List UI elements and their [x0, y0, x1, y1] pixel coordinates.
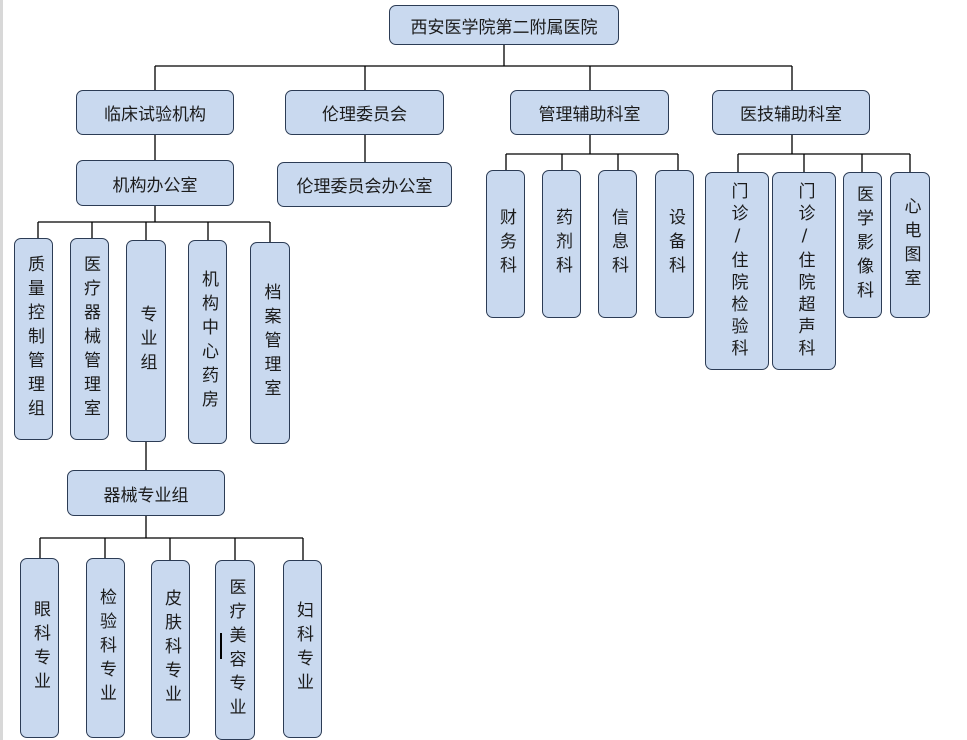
node-institution-office: 机构办公室	[76, 160, 234, 206]
node-medical-imaging: 医学影像科	[843, 172, 882, 318]
node-ecg-room: 心电图室	[890, 172, 930, 318]
root-node: 西安医学院第二附属医院	[389, 5, 619, 45]
node-information: 信息科	[598, 170, 637, 318]
node-ethics-office: 伦理委员会办公室	[277, 162, 452, 207]
node-gynecology: 妇科专业	[283, 560, 322, 738]
node-finance: 财务科	[486, 170, 525, 318]
node-pharmacy-dept: 药剂科	[542, 170, 581, 318]
node-ethics-committee: 伦理委员会	[285, 90, 444, 135]
node-archive-management: 档案管理室	[250, 242, 290, 444]
node-outpatient-inpatient-lab: 门诊/住院检验科	[705, 172, 769, 370]
node-device-specialty-group: 器械专业组	[67, 470, 225, 516]
node-management-aux: 管理辅助科室	[510, 90, 669, 135]
left-edge-bar	[0, 0, 3, 740]
node-clinical-trial-institution: 临床试验机构	[76, 90, 234, 135]
node-device-management: 医疗器械管理室	[70, 238, 109, 440]
node-dermatology: 皮肤科专业	[151, 560, 190, 738]
node-central-pharmacy: 机构中心药房	[188, 240, 227, 444]
node-equipment: 设备科	[655, 170, 694, 318]
node-specialty-group: 专业组	[126, 240, 166, 442]
node-laboratory: 检验科专业	[86, 558, 125, 738]
text-cursor	[220, 633, 222, 659]
node-quality-control: 质量控制管理组	[14, 238, 53, 440]
node-medtech-aux: 医技辅助科室	[712, 90, 870, 135]
node-outpatient-inpatient-ultrasound: 门诊/住院超声科	[772, 172, 836, 370]
node-ophthalmology: 眼科专业	[20, 558, 59, 738]
